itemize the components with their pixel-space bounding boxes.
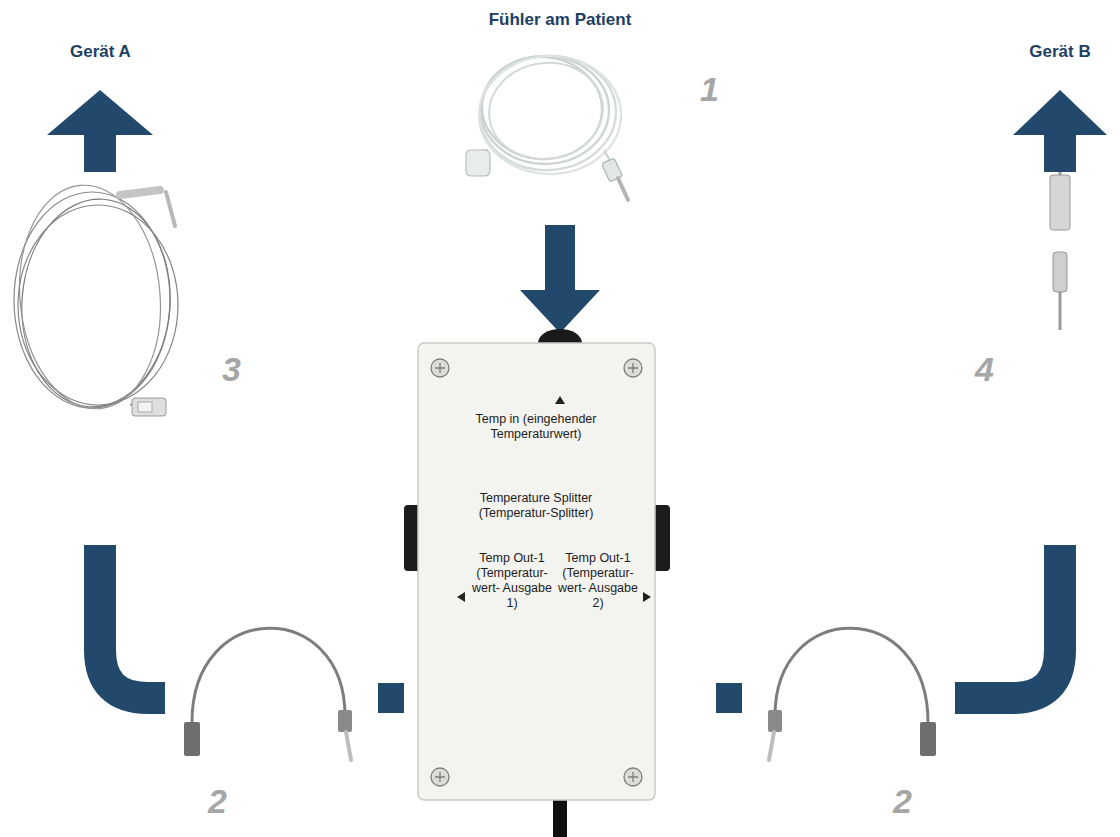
device-label: Gerät B [1029, 42, 1090, 62]
housing-cable [553, 795, 567, 837]
screw-slot [435, 363, 445, 373]
device-cable [1050, 145, 1070, 330]
screw-slot [628, 363, 638, 373]
flow-arrow [545, 225, 575, 291]
adapter-cable [184, 628, 352, 760]
jack-tip [166, 192, 175, 226]
flow-segment [716, 683, 742, 713]
flow-arrow [100, 545, 165, 698]
connector [1050, 175, 1070, 230]
flow-arrow-head [520, 290, 600, 333]
connector [184, 722, 200, 756]
direction-arrow [555, 396, 565, 404]
flow-arrow-head [47, 90, 153, 135]
flow-arrow-head [1013, 90, 1107, 135]
cable-coil [15, 194, 177, 412]
jack-body [120, 190, 160, 195]
screw [431, 359, 449, 377]
jack-body [768, 710, 782, 732]
port-label: Temp Out-1 (Temperatur- wert- Ausgabe 1) [472, 551, 552, 611]
screw [431, 768, 449, 786]
device-label: Gerät A [70, 42, 131, 62]
callout-number: 4 [975, 350, 994, 389]
jack-body [338, 710, 352, 732]
cable [192, 628, 345, 722]
callout-number: 3 [222, 350, 241, 389]
screw [624, 768, 642, 786]
connector-face [138, 402, 152, 412]
screw-slot [628, 772, 638, 782]
direction-arrow [457, 592, 465, 602]
splitter-housing [418, 343, 655, 800]
callout-number: 1 [700, 70, 719, 109]
cable [1059, 292, 1062, 330]
cable-coil [479, 56, 621, 174]
connector [920, 722, 936, 756]
connector [1053, 252, 1067, 292]
sensor-cable [466, 51, 628, 200]
heading-label: Fühler am Patient [489, 10, 632, 30]
flow-arrow [955, 545, 1060, 698]
cable [775, 628, 928, 722]
screw-slot [435, 772, 445, 782]
housing-screws [431, 359, 642, 786]
splitter-box: Temp in (eingehender Temperaturwert) Temp… [418, 343, 655, 800]
cable-coil [478, 52, 606, 164]
port-label: Temp in (eingehender Temperaturwert) [436, 412, 636, 442]
port-label: Temp Out-1 (Temperatur- wert- Ausgabe 2) [558, 551, 638, 611]
flow-arrow [84, 135, 116, 172]
device-cable [11, 179, 178, 416]
flow-arrow [1044, 135, 1076, 172]
jack-tip [618, 178, 628, 200]
cable-coil [483, 56, 609, 167]
cable-coil [11, 179, 170, 414]
adapter-cable [768, 628, 936, 760]
callout-number: 2 [893, 782, 912, 821]
screw [624, 359, 642, 377]
flow-segment [378, 683, 404, 713]
cable-coil [18, 205, 178, 405]
jack-tip [346, 732, 351, 760]
connector [132, 398, 166, 416]
direction-arrow [643, 592, 651, 602]
jack-tip [769, 732, 774, 760]
device-name: Temperature Splitter (Temperatur-Splitte… [451, 491, 621, 521]
sensor-plug [466, 150, 490, 176]
callout-number: 2 [208, 782, 227, 821]
